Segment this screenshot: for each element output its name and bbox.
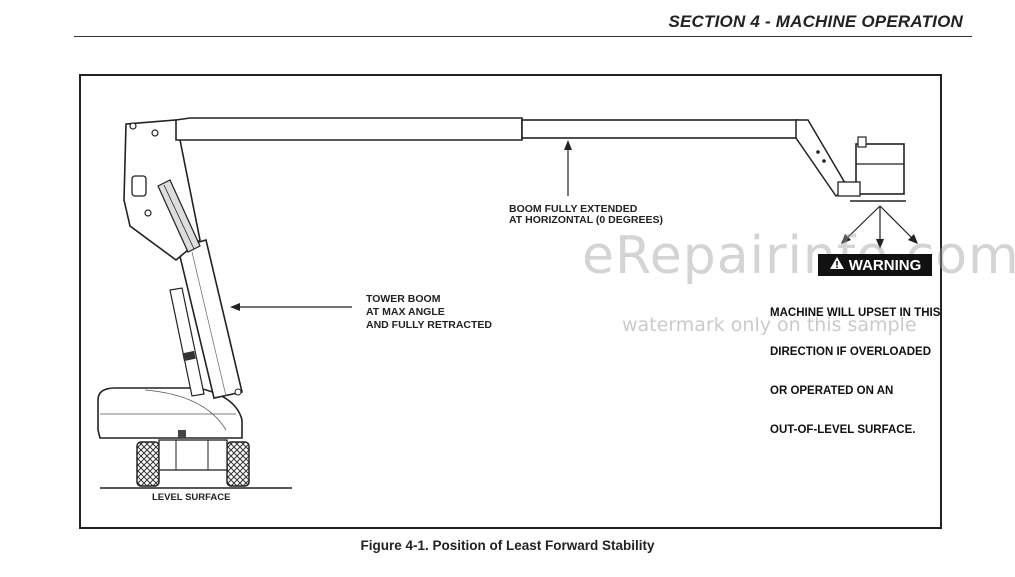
watermark-primary: eRepairinfo.com <box>582 226 1015 286</box>
warning-line1: MACHINE WILL UPSET IN THIS <box>770 307 941 319</box>
boom-label-line2: AT HORIZONTAL (0 DEGREES) <box>509 214 664 226</box>
upset-direction-arrows <box>841 205 918 249</box>
axle-frame <box>158 439 228 471</box>
warning-line2: DIRECTION IF OVERLOADED <box>770 346 932 358</box>
tower-label-line2: AT MAX ANGLE <box>366 306 445 318</box>
tower-label-line1: TOWER BOOM <box>366 293 441 305</box>
level-surface-label: LEVEL SURFACE <box>152 492 231 503</box>
figure-caption: Figure 4-1. Position of Least Forward St… <box>360 538 655 553</box>
section-title: SECTION 4 - MACHINE OPERATION <box>668 12 963 31</box>
warning-badge: WARNING <box>818 254 932 276</box>
warning-text: MACHINE WILL UPSET IN THIS DIRECTION IF … <box>770 281 940 450</box>
warning-badge-label: WARNING <box>848 256 922 274</box>
upper-cylinder <box>157 179 201 253</box>
platform-basket <box>855 143 905 195</box>
watermark-secondary: watermark only on this sample <box>622 314 917 336</box>
warning-line3: OR OPERATED ON AN <box>770 385 894 397</box>
figure-frame <box>79 74 942 529</box>
main-boom-base <box>175 117 523 141</box>
boom-label-line1: BOOM FULLY EXTENDED <box>509 203 638 215</box>
tower-pointer-arrow <box>230 303 352 311</box>
warning-line4: OUT-OF-LEVEL SURFACE. <box>770 424 916 436</box>
main-boom-fly <box>521 119 799 139</box>
warning-triangle-icon <box>829 256 845 274</box>
wheel-right <box>226 441 250 487</box>
boom-pointer-arrow <box>564 140 572 196</box>
wheel-left <box>136 441 160 487</box>
header-rule <box>74 36 972 37</box>
tower-label-line3: AND FULLY RETRACTED <box>366 319 493 331</box>
